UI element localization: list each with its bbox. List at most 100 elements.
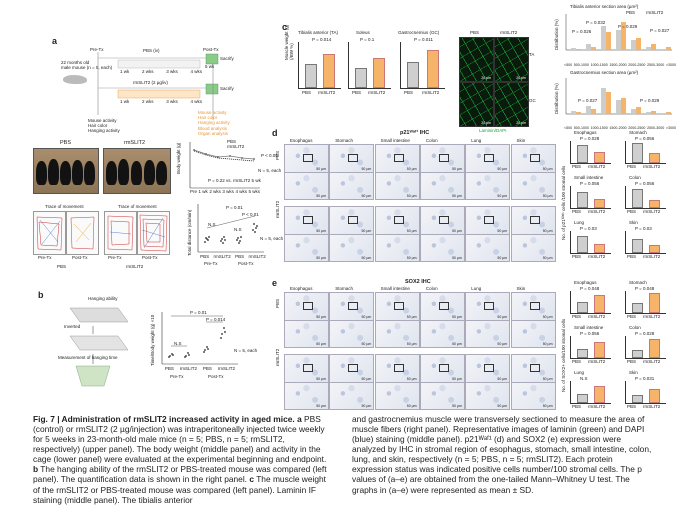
bar-pbs [305,64,317,88]
scalebar: 20 µm [516,76,526,80]
if-row-gc: GC [529,98,536,103]
scalebar: 50 µm [316,229,326,233]
scalebar: 50 µm [452,377,462,381]
scalebar: 50 µm [497,194,508,198]
tissue-label: Skin [516,286,526,291]
scalebar: 50 µm [406,194,417,198]
muscle-chart-gc: Gastrocnemius (GC) P = 0.011 PBS rmSLIT2 [398,30,448,110]
dist-xlabel: PBS [235,254,245,259]
ihc-image-low-mag: 50 µm [284,144,329,173]
ihc-image-low-mag: 50 µm [329,144,375,173]
bar-pbs [577,145,588,163]
tick-2wks: 2 wks [141,99,154,104]
bar-rmslit2 [649,389,660,403]
d-row-pbs: PBS [275,150,280,160]
ihc-image-low-mag: 50 µm [510,206,556,235]
if-label-pbs: PBS [470,30,480,35]
bw-xticks: Pre 1 wk 2 wks 3 wks 4 wks 5 wks [190,189,260,194]
panel-d-letter: d [272,128,278,138]
graph-title: Stomach [629,280,647,285]
graph-xlabel: rmSLIT2 [643,404,661,409]
bar-rmslit2 [594,386,605,403]
scalebar: 50 µm [316,342,326,346]
graph-xlabel: rmSLIT2 [643,209,661,214]
trace-sub: Pre-Tx [38,255,52,260]
inset-box [348,154,359,162]
graph-xlabel: rmSLIT2 [643,164,661,169]
bw-xtick: 3 wks [222,189,234,194]
rm-route-label: rmSLIT2 (2 µg/iv) [133,80,168,85]
panel-b-letter: b [38,290,44,300]
ihc-image-low-mag: 50 µm [374,144,420,173]
graph-axes [625,141,666,164]
graph-p: P = 0.056 [580,331,600,336]
ihc-image-high-mag: 50 µm [374,172,420,200]
graph-title: Colon [629,175,641,180]
scalebar: 50 µm [361,229,372,233]
dist-xlabel: <500 [564,126,573,130]
trace-sub: Pre-Tx [108,255,122,260]
bar-pbs [577,349,588,358]
scalebar: 20 µm [481,121,491,125]
graph-xlabel: PBS [627,314,637,319]
if-image-ta-rmslit2: 20 µm [494,37,529,82]
graph-p: P = 0.056 [580,181,600,186]
hang-group: Pre-Tx [170,374,184,379]
ihc-image-high-mag: 50 µm [374,382,420,410]
muscle-title: Tibialis anterior (TA) [298,30,339,35]
bw-p: P < 0.05 [261,153,278,158]
ihc-image-low-mag: 50 µm [374,354,420,383]
caption-fig-title: Fig. 7 | Administration of rmSLIT2 incre… [33,414,295,424]
graph-axes [625,381,666,404]
muscle-p: P = 0.1 [360,37,375,42]
ihc-image-low-mag: 50 µm [419,354,465,383]
measure-label: Measurement of hanging time [58,355,118,360]
panel-d-title: p21ᵂᵃᶠ¹ IHC [400,130,430,136]
wk5-label: 5 wk [205,64,215,69]
graph-axes [570,381,611,404]
graph-xlabel: PBS [627,209,637,214]
bar-rmslit2 [594,244,605,253]
dist-xlabels: PBS rmSLIT2 PBS rmSLIT2 [198,254,268,259]
scalebar: 50 µm [497,404,508,408]
tissue-label: Esophagus [290,138,313,143]
ihc-image-high-mag: 50 µm [419,320,465,348]
inset-box [529,154,540,162]
tissue-label: Lung [471,286,482,291]
ihc-image-high-mag: 50 µm [284,382,329,410]
ihc-image-low-mag: 50 µm [329,206,375,235]
inset-box [529,364,540,372]
scalebar: 50 µm [452,404,462,408]
bw-xtick: 4 wks [235,189,247,194]
scalebar: 50 µm [497,377,508,381]
ihc-image-low-mag: 50 µm [419,206,465,235]
graph-xlabel: rmSLIT2 [588,404,606,409]
inset-box [484,216,495,224]
graph-xlabel: PBS [627,254,637,259]
graph-p: P = 0.056 [635,136,655,141]
panel-a-schematic: 22 months old male mouse (n = 5, each) P… [58,40,243,145]
scalebar: 50 µm [542,404,553,408]
dist-group: Pre-Tx [204,261,218,266]
sacrify-label: Sacrify [220,86,234,91]
dist-xlabel: 1000-1500 [590,126,608,130]
tick-2wks: 2 wks [141,69,154,74]
scalebar: 50 µm [452,167,462,171]
panel-a-letter: a [52,36,58,46]
inset-box [393,364,404,372]
tissue-label: Stomach [335,138,354,143]
bar-pbs [632,395,643,403]
scalebar: 50 µm [542,194,553,198]
dist-title-ta: Tibialis anterior section area (µm²) [570,4,639,9]
bar-pbs [577,236,588,253]
scalebar: 50 µm [497,167,508,171]
graph-title: Lung [574,220,585,225]
timeline-ticks-pbs: 1 wk 2 wks 3 wks 4 wks [120,69,202,74]
scalebar: 50 µm [452,229,462,233]
scalebar: 50 µm [542,377,553,381]
